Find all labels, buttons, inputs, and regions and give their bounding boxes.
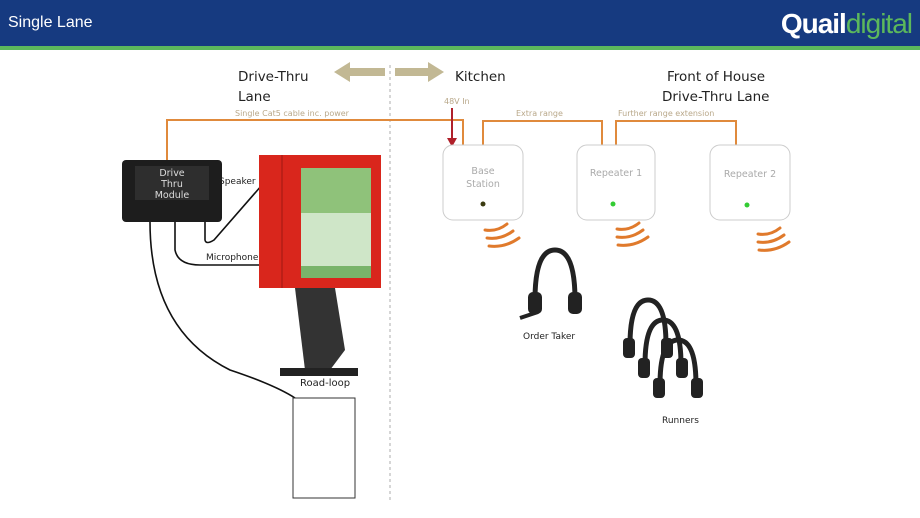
repeater-2-label: Repeater 2	[723, 169, 777, 180]
zone-label-kitchen: Kitchen	[455, 69, 506, 85]
zone-label-foh-1: Front of House	[667, 69, 766, 85]
zone-label-foh-2: Drive-Thru Lane	[662, 89, 770, 105]
slide-title: Single Lane	[8, 14, 93, 31]
header-bar	[0, 0, 920, 46]
runners-label: Runners	[662, 416, 699, 426]
zone-label-drive-thru: Drive-Thru Lane	[238, 69, 309, 105]
base-station	[442, 144, 524, 221]
cat5-cables	[166, 119, 737, 160]
runner-headsets-icon	[627, 297, 699, 386]
cable-label-further: Further range extension	[618, 109, 715, 118]
speaker-label: Speaker	[219, 177, 256, 187]
cable-label-cat5: Single Cat5 cable inc. power	[235, 109, 349, 118]
wireless-signal-icons	[483, 221, 791, 252]
repeater-1	[576, 144, 656, 221]
header-stripe	[0, 46, 920, 50]
repeater-2	[709, 144, 791, 221]
arrow-right-icon	[395, 62, 444, 82]
road-loop	[292, 397, 356, 499]
repeater-1-label: Repeater 1	[589, 168, 643, 179]
power-in-label: 48V In	[444, 97, 470, 106]
microphone-label: Microphone	[206, 253, 259, 263]
order-taker-label: Order Taker	[523, 332, 576, 342]
road-loop-label: Road-loop	[300, 378, 351, 389]
headset-icon	[532, 247, 578, 301]
arrow-left-icon	[334, 62, 385, 82]
cable-label-extra: Extra range	[516, 109, 563, 118]
quaildigital-logo: Quaildigital	[780, 8, 913, 39]
